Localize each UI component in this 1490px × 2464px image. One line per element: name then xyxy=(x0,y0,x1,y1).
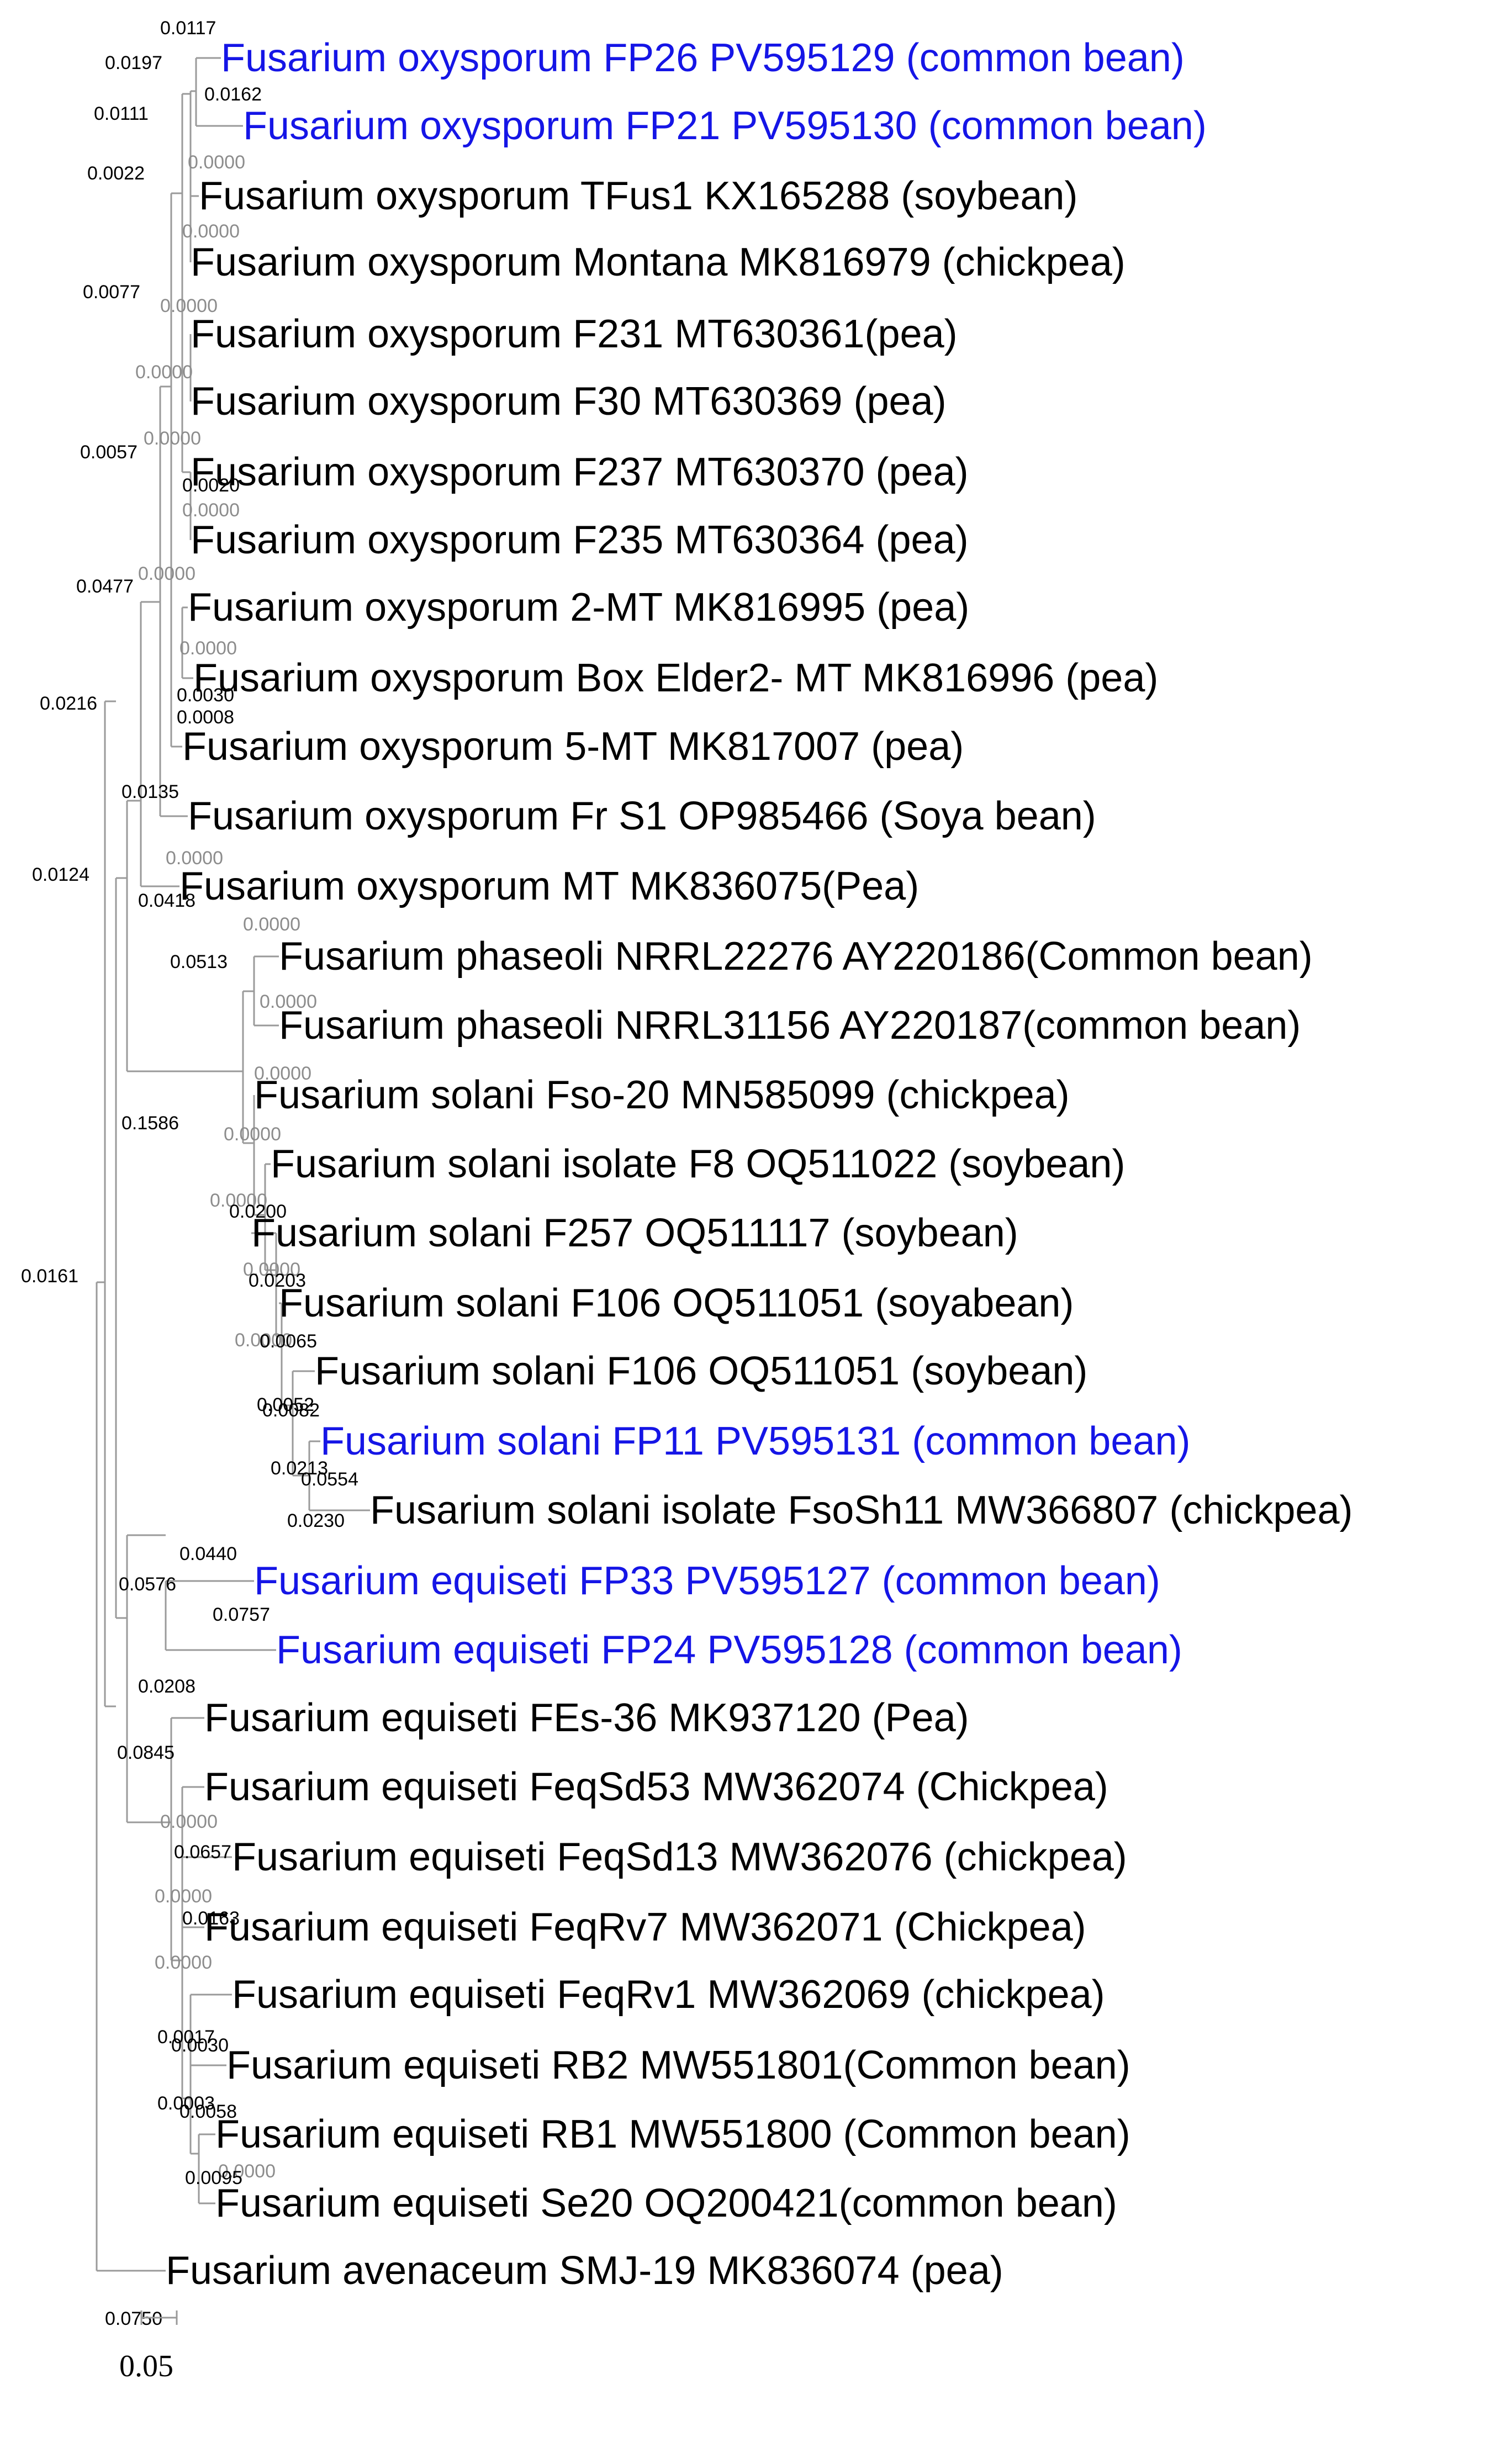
taxon-labels: Fusarium oxysporum FP26 PV595129 (common… xyxy=(166,36,1352,2293)
taxon-label: Fusarium equiseti FeqSd53 MW362074 (Chic… xyxy=(204,1765,1108,1809)
scale-bar-label: 0.05 xyxy=(119,2349,173,2383)
branch-length-label: 0.0216 xyxy=(40,693,97,714)
branch-length-label: 0.0000 xyxy=(135,362,193,383)
branch-length-label: 0.0161 xyxy=(21,1266,78,1287)
branch-length-label: 0.0576 xyxy=(119,1574,176,1595)
branch-length-label: 0.0000 xyxy=(182,500,240,521)
branch-length-label: 0.0513 xyxy=(170,951,228,972)
taxon-label: Fusarium solani isolate F8 OQ511022 (soy… xyxy=(271,1142,1125,1186)
taxon-label: Fusarium equiseti RB2 MW551801(Common be… xyxy=(226,2043,1130,2087)
branch-length-label: 0.0163 xyxy=(182,1908,240,1929)
taxon-label: Fusarium solani F257 OQ511117 (soybean) xyxy=(251,1211,1018,1255)
taxon-label: Fusarium equiseti FEs-36 MK937120 (Pea) xyxy=(204,1696,969,1740)
branch-length-label: 0.0017 xyxy=(157,2027,215,2048)
branch-length-label: 0.0000 xyxy=(182,221,240,242)
branch-length-label: 0.0030 xyxy=(177,685,234,706)
branch-length-label: 0.0845 xyxy=(117,1742,175,1763)
taxon-label: Fusarium solani FP11 PV595131 (common be… xyxy=(320,1419,1190,1463)
branch-length-label: 0.0000 xyxy=(166,848,223,869)
branch-length-label: 0.0418 xyxy=(138,890,196,911)
branch-length-label: 0.0750 xyxy=(105,2308,162,2329)
branch-length-label: 0.0000 xyxy=(160,1811,218,1832)
branch-length-label: 0.0000 xyxy=(138,563,196,584)
branch-length-labels: 0.0117 0.0197 0.0162 0.0111 0.0000 0.0022 0.00… xyxy=(21,18,358,2329)
taxon-label: Fusarium oxysporum 5-MT MK817007 (pea) xyxy=(182,725,964,769)
taxon-label: Fusarium phaseoli NRRL31156 AY220187(com… xyxy=(279,1003,1301,1048)
taxon-label: Fusarium solani F106 OQ511051 (soybean) xyxy=(315,1349,1087,1393)
branch-length-label: 0.0082 xyxy=(262,1400,320,1421)
branch-length-label: 0.0058 xyxy=(179,2101,237,2122)
branch-length-label: 0.0757 xyxy=(213,1604,270,1625)
branch-length-label: 0.0554 xyxy=(301,1469,358,1490)
taxon-label: Fusarium oxysporum F237 MT630370 (pea) xyxy=(191,450,969,494)
branch-length-label: 0.0095 xyxy=(185,2167,242,2188)
branch-length-label: 0.0000 xyxy=(260,991,317,1012)
branch-length-label: 0.0440 xyxy=(179,1543,237,1564)
branch-length-label: 0.0124 xyxy=(32,864,89,885)
tree-branches xyxy=(96,57,370,2272)
branch-length-label: 0.0213 xyxy=(271,1458,328,1479)
branch-length-label: 0.0052 xyxy=(257,1394,314,1415)
taxon-label: Fusarium equiseti RB1 MW551800 (Common b… xyxy=(215,2112,1130,2156)
branch-length-label: 0.0230 xyxy=(287,1510,345,1531)
branch-length-label: 0.0000 xyxy=(218,2161,276,2182)
branch-length-label: 0.0197 xyxy=(105,52,162,73)
taxon-label: Fusarium oxysporum FP26 PV595129 (common… xyxy=(221,36,1185,80)
scale-bar: 0.05 xyxy=(119,2310,178,2383)
taxon-label: Fusarium solani isolate FsoSh11 MW366807… xyxy=(370,1488,1352,1532)
branch-length-label: 0.0000 xyxy=(160,295,218,316)
branch-length-label: 0.0065 xyxy=(260,1331,317,1352)
branch-length-label: 0.0000 xyxy=(254,1063,311,1084)
taxon-label: Fusarium avenaceum SMJ-19 MK836074 (pea) xyxy=(166,2249,1003,2293)
taxon-label: Fusarium equiseti FP33 PV595127 (common … xyxy=(254,1559,1160,1603)
branch-length-label: 0.0022 xyxy=(87,163,145,184)
branch-length-label: 0.0020 xyxy=(182,475,240,496)
taxon-label: Fusarium solani Fso-20 MN585099 (chickpe… xyxy=(254,1073,1070,1117)
branch-length-label: 0.0162 xyxy=(204,84,262,105)
branch-length-label: 0.0203 xyxy=(249,1270,306,1291)
branch-length-label: 0.0000 xyxy=(235,1330,292,1351)
taxon-label: Fusarium equiseti FeqRv7 MW362071 (Chick… xyxy=(204,1905,1086,1949)
branch-length-label: 0.0200 xyxy=(229,1201,287,1222)
branch-length-label: 0.0000 xyxy=(210,1190,267,1211)
branch-length-label: 0.0008 xyxy=(177,707,234,728)
taxon-label: Fusarium oxysporum FP21 PV595130 (common… xyxy=(243,104,1207,148)
taxon-label: Fusarium oxysporum TFus1 KX165288 (soybe… xyxy=(199,174,1077,218)
taxon-label: Fusarium phaseoli NRRL22276 AY220186(Com… xyxy=(279,934,1313,979)
branch-length-label: 0.0077 xyxy=(83,282,140,303)
taxon-label: Fusarium oxysporum 2-MT MK816995 (pea) xyxy=(188,585,969,630)
branch-length-label: 0.0135 xyxy=(121,781,179,802)
taxon-label: Fusarium solani F106 OQ511051 (soyabean) xyxy=(279,1281,1074,1325)
branch-length-label: 0.0000 xyxy=(144,428,201,449)
taxon-label: Fusarium oxysporum F235 MT630364 (pea) xyxy=(191,518,969,562)
branch-length-label: 0.0030 xyxy=(171,2035,229,2056)
branch-length-label: 0.0000 xyxy=(188,152,245,173)
taxon-label: Fusarium equiseti FeqRv1 MW362069 (chick… xyxy=(232,1973,1105,2017)
taxon-label: Fusarium oxysporum MT MK836075(Pea) xyxy=(179,864,919,908)
branch-length-label: 0.0003 xyxy=(157,2093,215,2114)
branch-length-label: 0.1586 xyxy=(121,1113,179,1134)
branch-length-label: 0.0117 xyxy=(160,18,216,39)
branch-length-label: 0.0000 xyxy=(155,1952,212,1973)
branch-length-label: 0.0000 xyxy=(243,914,300,935)
taxon-label: Fusarium equiseti FP24 PV595128 (common … xyxy=(276,1628,1182,1672)
taxon-label: Fusarium equiseti Se20 OQ200421(common b… xyxy=(215,2181,1117,2225)
taxon-label: Fusarium oxysporum Box Elder2- MT MK8169… xyxy=(193,656,1158,700)
branch-length-label: 0.0657 xyxy=(174,1842,231,1863)
taxon-label: Fusarium oxysporum Fr S1 OP985466 (Soya … xyxy=(188,794,1096,838)
branch-length-label: 0.0000 xyxy=(243,1259,300,1280)
taxon-label: Fusarium oxysporum F30 MT630369 (pea) xyxy=(191,379,947,424)
branch-length-label: 0.0000 xyxy=(155,1886,212,1907)
branch-length-label: 0.0477 xyxy=(76,576,134,597)
branch-length-label: 0.0000 xyxy=(179,638,237,659)
branch-length-label: 0.0111 xyxy=(94,103,149,124)
branch-length-label: 0.0208 xyxy=(138,1676,196,1697)
taxon-label: Fusarium oxysporum F231 MT630361(pea) xyxy=(191,312,958,356)
branch-length-label: 0.0057 xyxy=(80,442,138,463)
taxon-label: Fusarium equiseti FeqSd13 MW362076 (chic… xyxy=(232,1835,1127,1879)
branch-length-label: 0.0000 xyxy=(224,1124,281,1145)
taxon-label: Fusarium oxysporum Montana MK816979 (chi… xyxy=(191,240,1126,284)
